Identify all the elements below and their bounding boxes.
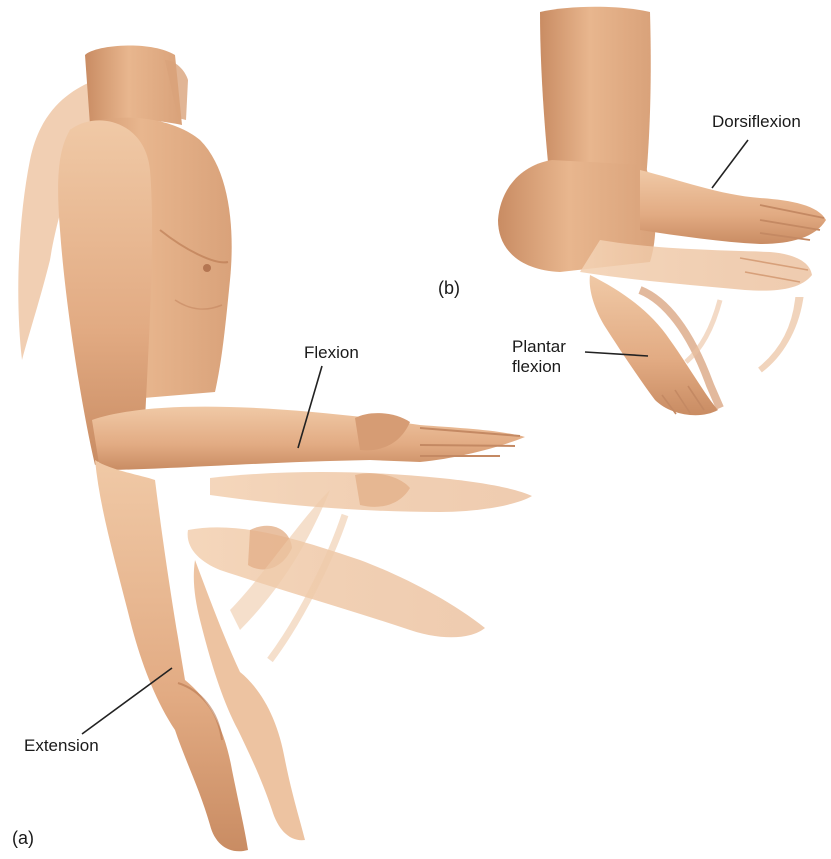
neck-shape (85, 46, 182, 125)
panel-a-arm-drawing (18, 46, 532, 852)
dorsiflexion-leader-line (712, 140, 748, 188)
forearm-flexed-shape (92, 407, 525, 470)
dorsiflexion-label: Dorsiflexion (712, 112, 801, 132)
panel-b-tag: (b) (438, 278, 460, 298)
panel-a-tag: (a) (12, 828, 34, 848)
flexion-label: Flexion (304, 343, 359, 363)
plantar-flexion-label-line1: Plantar (512, 337, 566, 357)
extension-leader-line (82, 668, 172, 734)
motion-arc-b (760, 300, 800, 370)
plantar-flexion-label: Plantar flexion (512, 337, 566, 377)
foot-dorsiflexed-shape (640, 170, 826, 244)
extension-label: Extension (24, 736, 99, 756)
plantar-flexion-label-line2: flexion (512, 357, 566, 377)
